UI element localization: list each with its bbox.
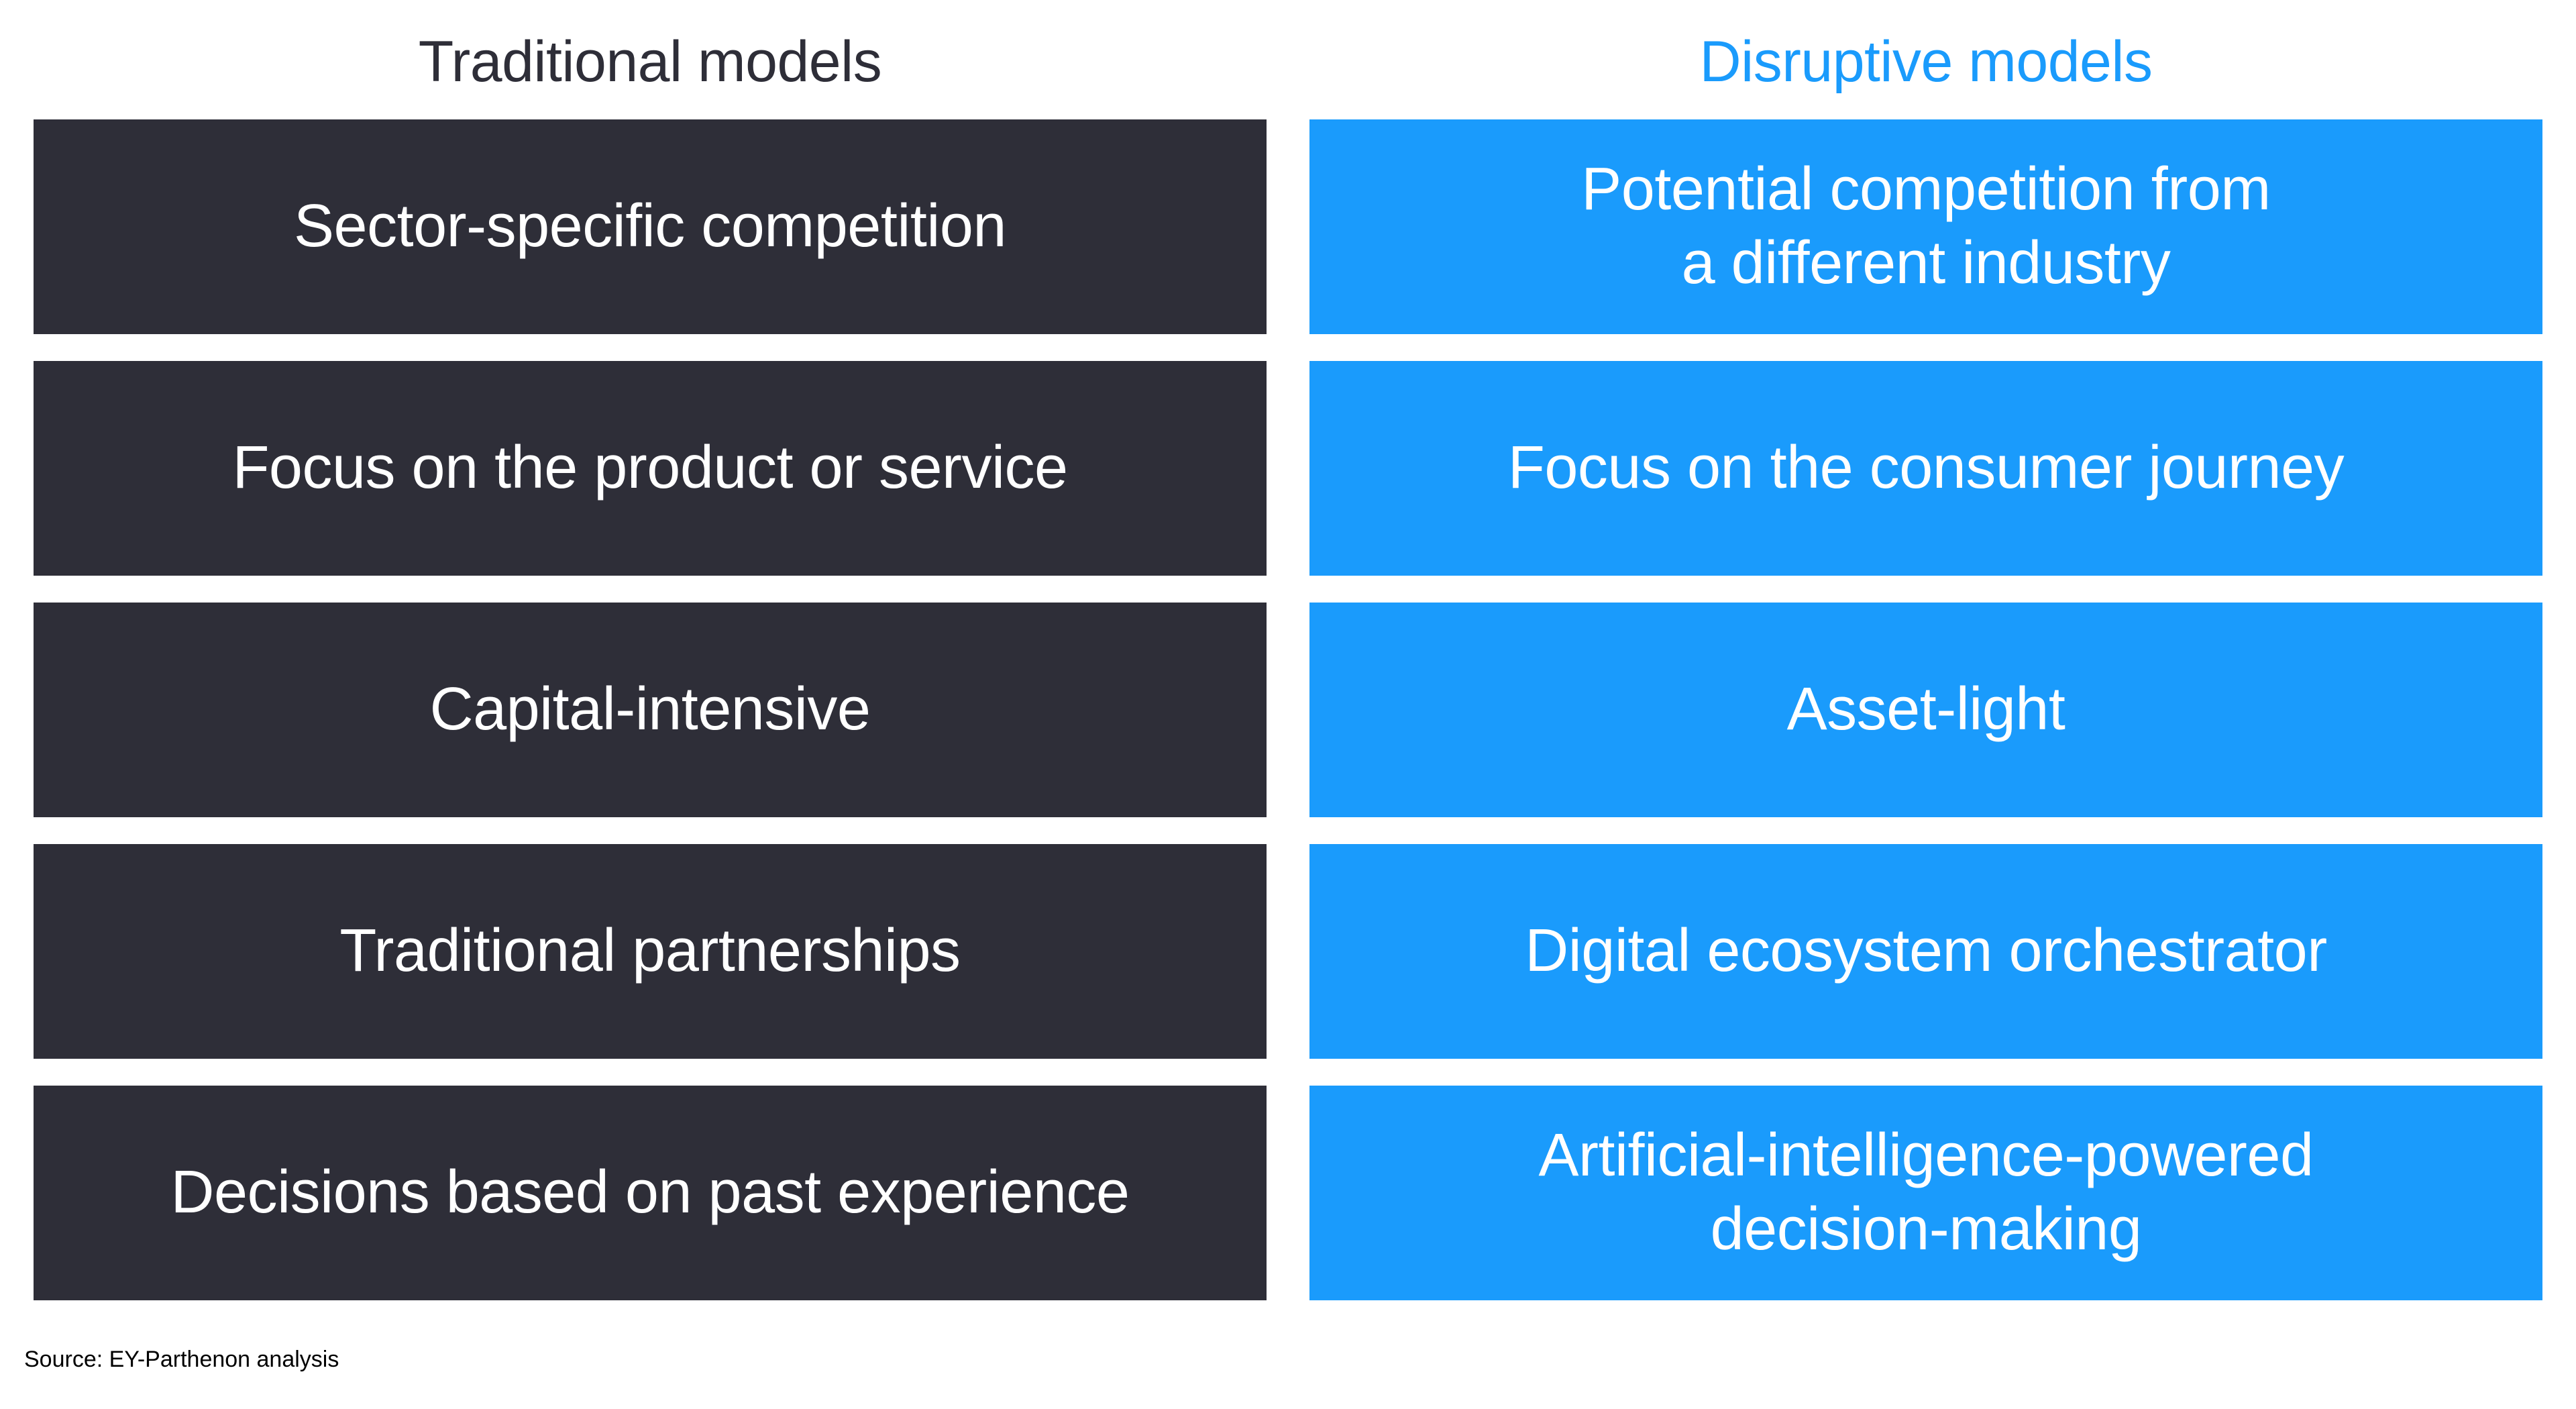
- disruptive-cell-4-label: Digital ecosystem orchestrator: [1525, 917, 2327, 985]
- traditional-cell-4: Traditional partnerships: [34, 844, 1267, 1059]
- column-headers: Traditional models Disruptive models: [34, 15, 2542, 109]
- traditional-cell-2-label: Focus on the product or service: [232, 434, 1068, 502]
- comparison-row: Decisions based on past experience Artif…: [34, 1086, 2542, 1300]
- comparison-row: Sector-specific competition Potential co…: [34, 119, 2542, 334]
- disruptive-cell-1: Potential competition from a different i…: [1309, 119, 2542, 334]
- traditional-cell-1: Sector-specific competition: [34, 119, 1267, 334]
- traditional-cell-5: Decisions based on past experience: [34, 1086, 1267, 1300]
- comparison-row: Capital-intensive Asset-light: [34, 603, 2542, 817]
- disruptive-cell-3: Asset-light: [1309, 603, 2542, 817]
- traditional-cell-5-label: Decisions based on past experience: [170, 1159, 1130, 1227]
- disruptive-cell-1-label: Potential competition from a different i…: [1581, 156, 2271, 297]
- traditional-cell-1-label: Sector-specific competition: [294, 193, 1006, 260]
- comparison-row: Traditional partnerships Digital ecosyst…: [34, 844, 2542, 1059]
- disruptive-cell-2: Focus on the consumer journey: [1309, 361, 2542, 576]
- disruptive-cell-3-label: Asset-light: [1786, 676, 2065, 743]
- traditional-cell-2: Focus on the product or service: [34, 361, 1267, 576]
- traditional-cell-3: Capital-intensive: [34, 603, 1267, 817]
- traditional-cell-4-label: Traditional partnerships: [339, 917, 961, 985]
- disruptive-cell-2-label: Focus on the consumer journey: [1507, 434, 2345, 502]
- traditional-cell-3-label: Capital-intensive: [429, 676, 871, 743]
- column-header-disruptive: Disruptive models: [1699, 29, 2153, 94]
- source-note: Source: EY-Parthenon analysis: [24, 1347, 339, 1372]
- disruptive-cell-5: Artificial-intelligence-powered decision…: [1309, 1086, 2542, 1300]
- comparison-grid: Sector-specific competition Potential co…: [34, 119, 2542, 1300]
- disruptive-cell-5-label: Artificial-intelligence-powered decision…: [1538, 1122, 2314, 1263]
- column-header-traditional: Traditional models: [418, 29, 882, 94]
- disruptive-cell-4: Digital ecosystem orchestrator: [1309, 844, 2542, 1059]
- comparison-row: Focus on the product or service Focus on…: [34, 361, 2542, 576]
